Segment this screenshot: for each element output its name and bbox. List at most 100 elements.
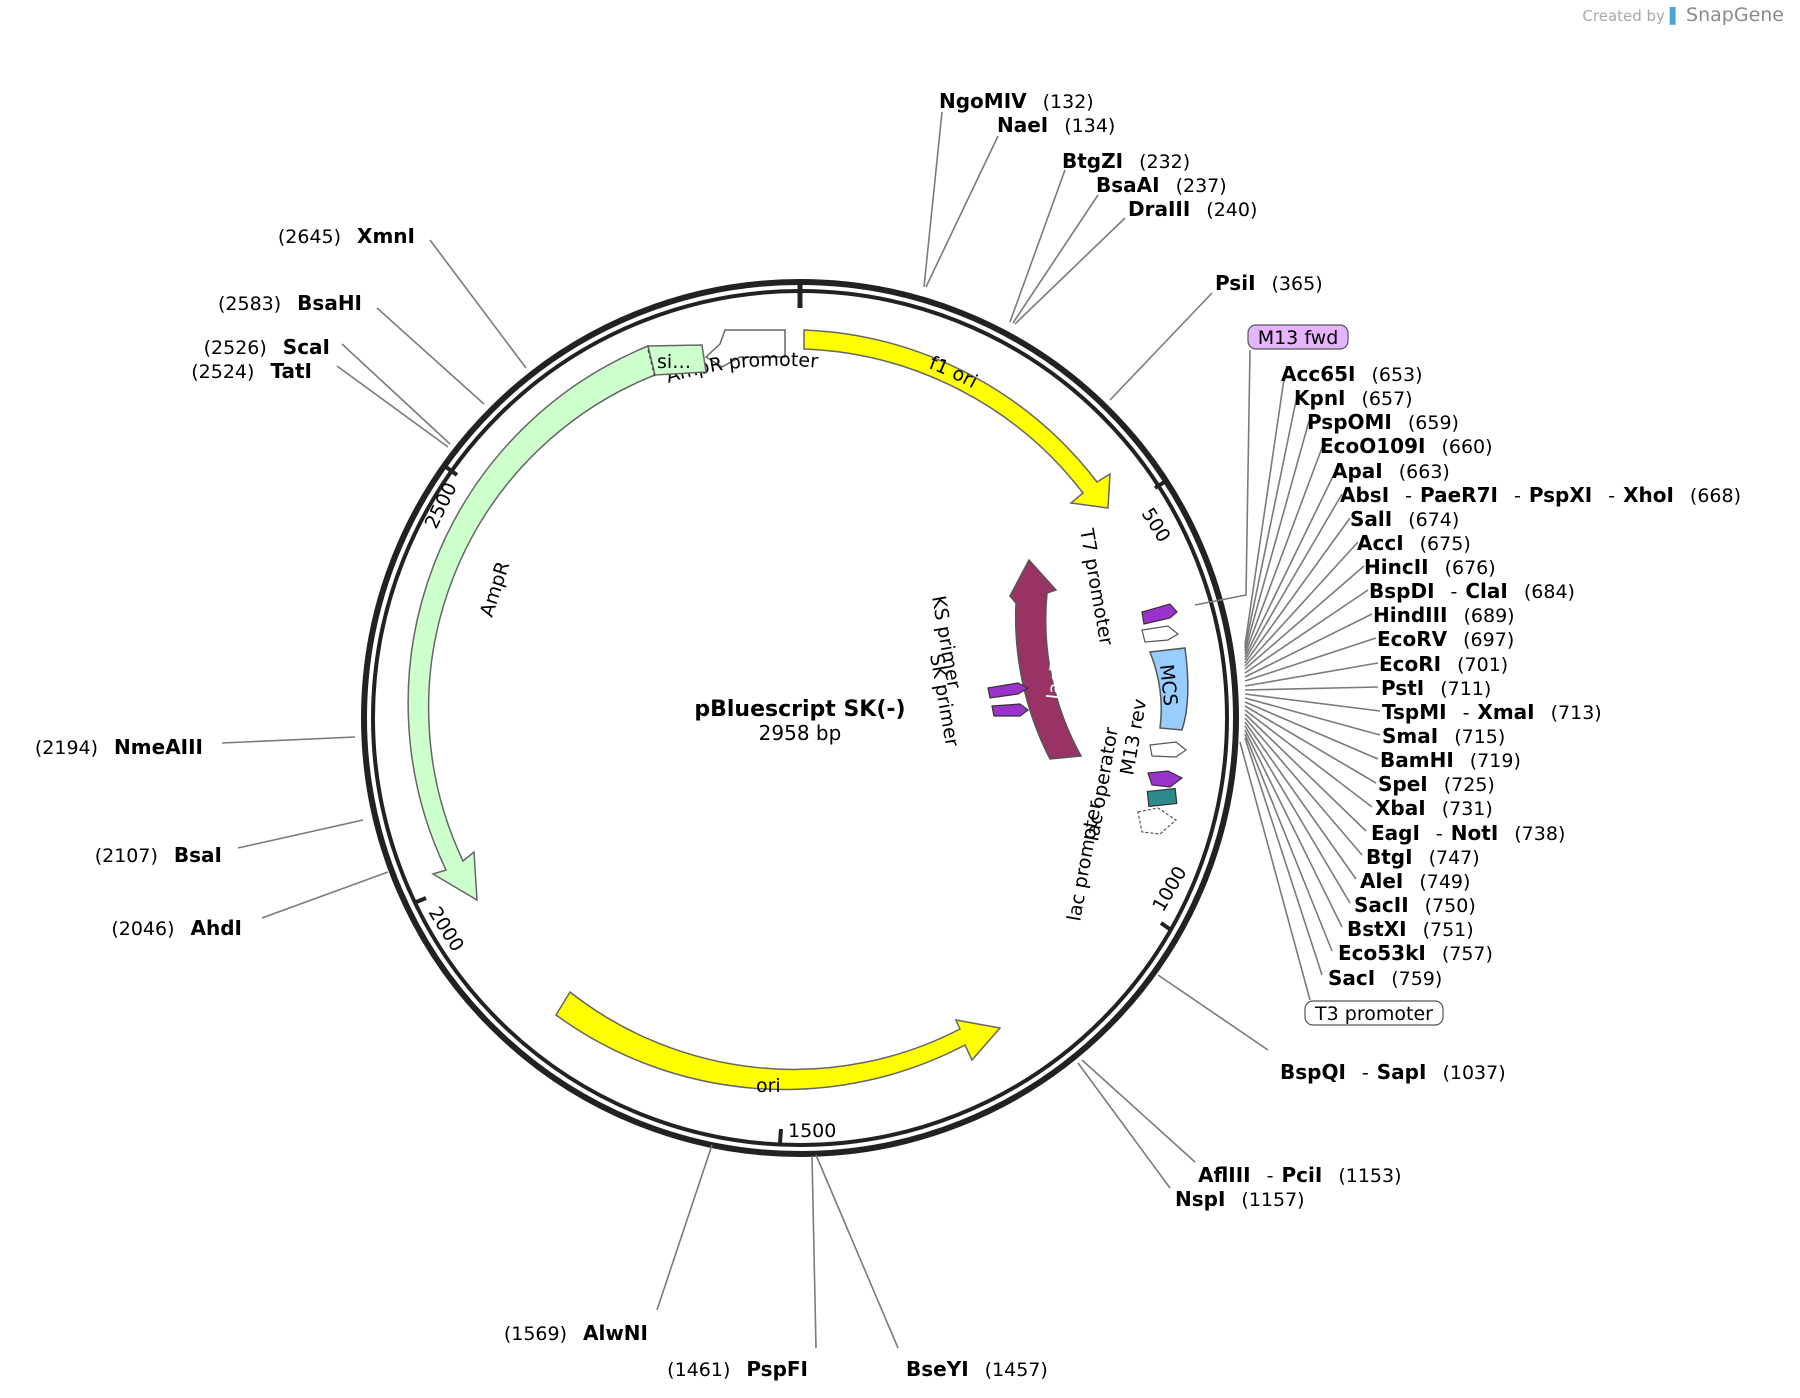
- leader-sacii: [1244, 725, 1351, 904]
- leader-apai: [1244, 469, 1337, 658]
- site-acc65i[interactable]: Acc65I(653): [1281, 362, 1423, 386]
- m13-rev-glyph: [1149, 741, 1188, 758]
- leader-pspomi: [1244, 420, 1310, 652]
- leader-bsai: [237, 819, 364, 849]
- leader-afliii: [1081, 1059, 1196, 1163]
- site-ecori[interactable]: EcoRI(701): [1379, 652, 1508, 676]
- plasmid-length: 2958 bp: [759, 721, 842, 745]
- snapgene-credit: Created by ▌ SnapGene: [1582, 4, 1784, 26]
- site-acci[interactable]: AccI(675): [1357, 531, 1471, 555]
- site-tati[interactable]: (2524)TatI: [191, 359, 312, 383]
- site-bspdi-group[interactable]: BspDI-ClaI(684): [1369, 579, 1575, 603]
- m13-fwd-label: M13 fwd: [1258, 327, 1339, 349]
- site-smai[interactable]: SmaI(715): [1382, 724, 1505, 748]
- site-btgzi[interactable]: BtgZI(232): [1062, 149, 1190, 173]
- site-bsaai[interactable]: BsaAI(237): [1096, 173, 1227, 197]
- leader-psii: [1109, 292, 1213, 401]
- site-nmeaiii[interactable]: (2194)NmeAIII: [35, 735, 203, 759]
- site-spei[interactable]: SpeI(725): [1378, 772, 1495, 796]
- site-eagi-group[interactable]: EagI-NotI(738): [1371, 821, 1565, 845]
- site-psii[interactable]: PsiI(365): [1215, 271, 1323, 295]
- site-absi-group[interactable]: AbsI-PaeR7I-PspXI-XhoI(668): [1340, 483, 1741, 507]
- site-bsahi[interactable]: (2583)BsaHI: [218, 291, 362, 315]
- t7-promoter-label: T7 promoter: [1075, 526, 1117, 647]
- leader-spei: [1244, 705, 1377, 784]
- t7-promoter-glyph: [1141, 603, 1178, 625]
- credit-created-by: Created by: [1582, 7, 1665, 25]
- site-bamhi[interactable]: BamHI(719): [1380, 748, 1521, 772]
- leader-ecoo109i: [1244, 444, 1324, 655]
- leader-kpni: [1244, 395, 1298, 649]
- site-ecoo109i[interactable]: EcoO109I(660): [1320, 434, 1493, 458]
- site-apai[interactable]: ApaI(663): [1332, 459, 1450, 483]
- site-afliii-group[interactable]: AflIII-PciI(1153): [1198, 1163, 1402, 1187]
- feature-lacza[interactable]: lacZα: [1009, 558, 1083, 760]
- signal-divider: [647, 349, 656, 379]
- leader-bspqi: [1157, 974, 1269, 1051]
- site-scai[interactable]: (2526)ScaI: [204, 335, 330, 359]
- t3-promoter-label: T3 promoter: [1314, 1003, 1433, 1025]
- leader-acc65i: [1244, 371, 1286, 646]
- small-feature-glyphs: [987, 603, 1188, 835]
- tick-1000: [1159, 921, 1173, 932]
- leader-alwni: [656, 1144, 713, 1311]
- site-ecorv[interactable]: EcoRV(697): [1377, 627, 1514, 651]
- site-kpni[interactable]: KpnI(657): [1294, 386, 1413, 410]
- mcs-box: [1148, 647, 1189, 731]
- lac-operator-box: [1146, 787, 1178, 808]
- site-saci[interactable]: SacI(759): [1328, 966, 1442, 990]
- site-bspqi-group[interactable]: BspQI-SapI(1037): [1280, 1060, 1506, 1084]
- t7-arrow-glyph: [1141, 625, 1180, 643]
- site-xmni[interactable]: (2645)XmnI: [278, 224, 415, 248]
- site-bsai[interactable]: (2107)BsaI: [95, 843, 222, 867]
- site-pspfi[interactable]: (1461)PspFI: [667, 1357, 808, 1381]
- site-draiii[interactable]: DraIII(240): [1128, 197, 1257, 221]
- site-alwni[interactable]: (1569)AlwNI: [504, 1321, 648, 1345]
- leader-bamhi: [1244, 701, 1379, 760]
- site-psti[interactable]: PstI(711): [1381, 676, 1491, 700]
- leader-psti: [1244, 686, 1379, 691]
- site-sacii[interactable]: SacII(750): [1354, 893, 1476, 917]
- leader-nmeaiii: [221, 736, 356, 744]
- site-hincii[interactable]: HincII(676): [1364, 555, 1496, 579]
- feature-f1-ori[interactable]: f1 ori: [803, 329, 1111, 509]
- site-xbai[interactable]: XbaI(731): [1375, 796, 1493, 820]
- ks-primer-glyph: [987, 682, 1030, 699]
- leader-naei: [925, 135, 999, 288]
- leader-tspmi: [1244, 693, 1381, 712]
- site-bseyi[interactable]: BseYI(1457): [906, 1357, 1048, 1381]
- site-alei[interactable]: AleI(749): [1360, 869, 1470, 893]
- site-hindiii[interactable]: HindIII(689): [1373, 603, 1515, 627]
- leader-ecori: [1244, 662, 1379, 687]
- leader-bsahi: [376, 307, 485, 405]
- leader-sali: [1244, 517, 1351, 664]
- site-tspmi-group[interactable]: TspMI-XmaI(713): [1382, 700, 1602, 724]
- site-bstxi[interactable]: BstXI(751): [1347, 917, 1474, 941]
- ampr-label: AmpR: [476, 559, 514, 620]
- site-ngomiv[interactable]: NgoMIV(132): [939, 89, 1094, 113]
- site-eco53ki[interactable]: Eco53kI(757): [1338, 941, 1493, 965]
- site-btgi[interactable]: BtgI(747): [1366, 845, 1480, 869]
- leader-alei: [1244, 721, 1357, 880]
- feature-ampr[interactable]: si… AmpR: [407, 344, 707, 902]
- snapgene-logo-icon: ▌: [1669, 7, 1682, 25]
- tick-label-1500: 1500: [788, 1120, 836, 1142]
- lacza-arrow: [1009, 558, 1083, 760]
- credit-brand: SnapGene: [1686, 4, 1784, 26]
- site-ahdi[interactable]: (2046)AhdI: [111, 916, 242, 940]
- leader-absi: [1244, 493, 1343, 661]
- site-naei[interactable]: NaeI(134): [997, 113, 1115, 137]
- site-pspomi[interactable]: PspOMI(659): [1307, 410, 1459, 434]
- leader-smai: [1244, 697, 1381, 736]
- feature-mcs[interactable]: MCS: [1148, 647, 1189, 731]
- leader-eagi: [1244, 713, 1367, 832]
- ori-label: ori: [756, 1075, 781, 1097]
- m13-fwd-tag: M13 fwd: [1247, 324, 1349, 350]
- tick-label-500: 500: [1137, 504, 1175, 546]
- site-nspi[interactable]: NspI(1157): [1175, 1187, 1305, 1211]
- leader-xmni: [429, 239, 527, 369]
- feature-ori[interactable]: ori: [555, 990, 1002, 1097]
- tick-2000: [413, 896, 427, 905]
- site-sali[interactable]: SalI(674): [1350, 507, 1459, 531]
